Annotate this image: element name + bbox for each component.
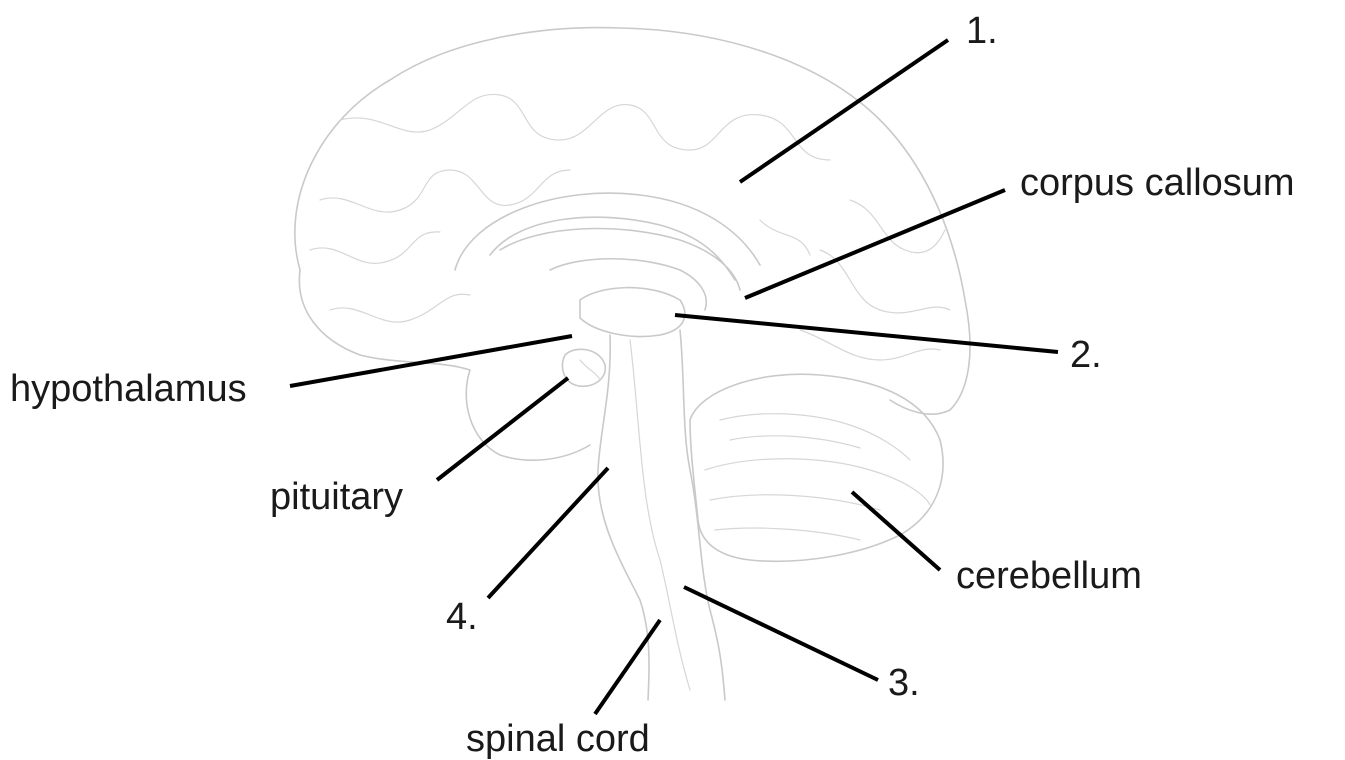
label-corpus-callosum: corpus callosum — [1020, 164, 1295, 202]
label-3: 3. — [888, 664, 920, 702]
label-hypothalamus: hypothalamus — [10, 370, 247, 408]
leader-line-2 — [675, 315, 1058, 352]
leader-line-pituitary — [437, 378, 568, 480]
leader-line-1 — [740, 40, 948, 182]
label-1: 1. — [966, 12, 998, 50]
leader-line-3 — [684, 587, 878, 680]
leader-lines — [290, 40, 1058, 714]
leader-line-corpus-callosum — [745, 190, 1005, 298]
label-spinal-cord: spinal cord — [466, 720, 650, 758]
label-cerebellum: cerebellum — [956, 557, 1142, 595]
leader-line-cerebellum — [852, 492, 940, 570]
cerebellum-sketch — [690, 374, 943, 561]
label-4: 4. — [446, 598, 478, 636]
leader-line-hypothalamus — [290, 336, 572, 386]
leader-line-spinal-cord — [595, 620, 660, 714]
label-2: 2. — [1070, 336, 1102, 374]
label-pituitary: pituitary — [270, 478, 403, 516]
leader-line-4 — [488, 468, 608, 598]
